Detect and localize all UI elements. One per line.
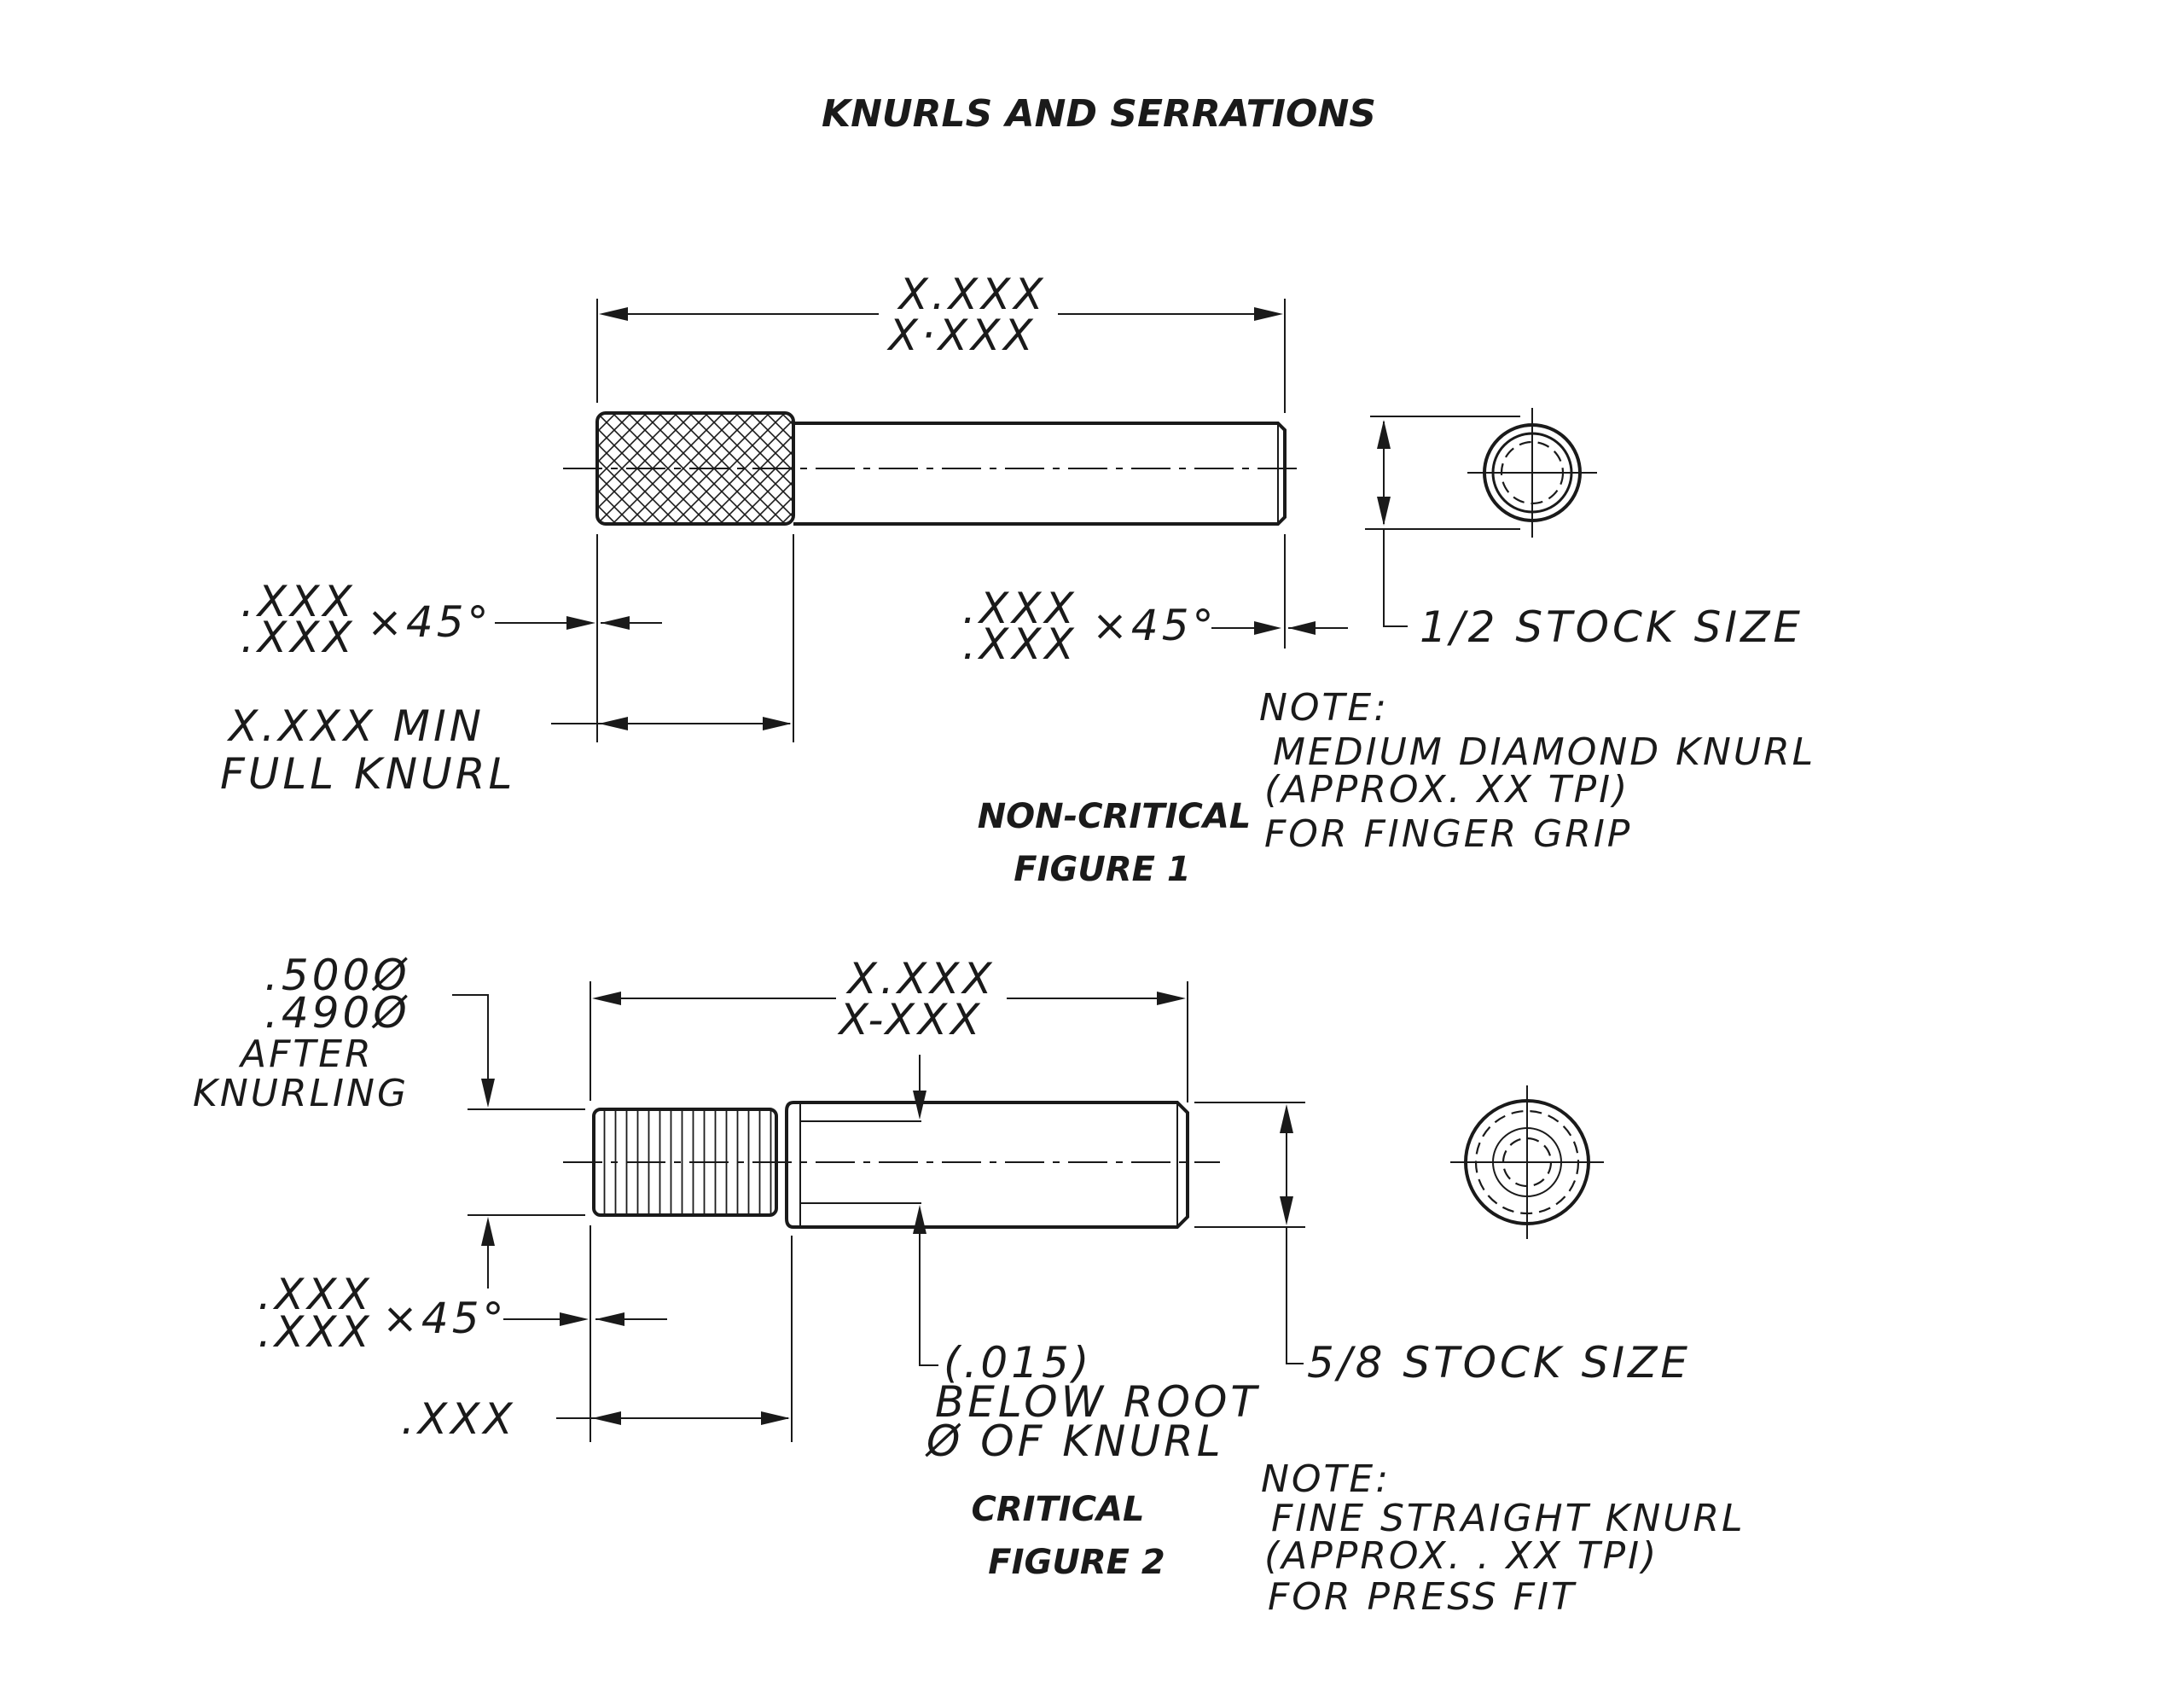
- fig1-shaft-outline: [793, 422, 1287, 526]
- fig1-right-chamfer: .XXX .XXX ×45°: [962, 584, 1348, 669]
- fig2-shaft-outline: [785, 1101, 1189, 1229]
- fig1-note-line3: FOR FINGER GRIP: [1264, 812, 1632, 856]
- fig2-caption-class: CRITICAL: [971, 1490, 1144, 1529]
- fig1-overall-dimension: X.XXX X·XXX: [596, 270, 1286, 413]
- page-title: KNURLS AND SERRATIONS: [822, 92, 1376, 136]
- fig2-chamfer: .XXX .XXX ×45°: [258, 1270, 667, 1357]
- fig1-caption-figure: FIGURE 1: [1014, 850, 1190, 889]
- fig2-note-line3: FOR PRESS FIT: [1268, 1575, 1577, 1619]
- fig1-knurl-length: X.XXX MIN FULL KNURL: [220, 701, 792, 799]
- fig1-end-view: 1/2 STOCK SIZE: [1365, 408, 1804, 652]
- fig2-end-view: [1450, 1085, 1604, 1239]
- fig2-overall-dimension: X.XXX X-XXX: [590, 954, 1188, 1102]
- fig2-relief-line2: BELOW ROOT: [935, 1377, 1260, 1427]
- fig2-diameter-lower: .490Ø: [264, 988, 410, 1038]
- fig1-chamfer-left-angle: ×45°: [367, 597, 492, 647]
- fig2-caption-figure: FIGURE 2: [988, 1543, 1165, 1582]
- fig1-overall-dim-upper: X.XXX: [897, 270, 1047, 319]
- fig2-chamfer-angle: ×45°: [382, 1294, 508, 1343]
- fig2-after-line2: KNURLING: [193, 1072, 409, 1115]
- fig2-overall-dim-upper: X.XXX: [845, 954, 996, 1003]
- fig2-note-line2: (APPROX. . XX TPI): [1264, 1534, 1658, 1578]
- fig1-caption-class: NON-CRITICAL: [978, 797, 1252, 836]
- fig2-overall-dim-lower: X-XXX: [837, 995, 984, 1044]
- fig1-chamfer-right-angle: ×45°: [1092, 601, 1217, 650]
- fig2-note-line1: FINE STRAIGHT KNURL: [1271, 1497, 1745, 1540]
- figure-2: X.XXX X-XXX .500Ø .490Ø AFTER KNURLING .…: [193, 951, 1745, 1619]
- fig1-note-line1: MEDIUM DIAMOND KNURL: [1273, 730, 1815, 774]
- fig1-left-chamfer: .XXX .XXX ×45°: [241, 577, 662, 662]
- fig1-chamfer-right-lower: .XXX: [962, 620, 1077, 669]
- fig2-relief-line3: Ø OF KNURL: [925, 1416, 1224, 1466]
- fig1-stock-size: 1/2 STOCK SIZE: [1420, 602, 1804, 652]
- fig1-overall-dim-lower: X·XXX: [886, 311, 1037, 360]
- fig1-chamfer-right-upper: .XXX: [962, 584, 1077, 633]
- fig2-knurl-section: [592, 1108, 778, 1217]
- figure-1: X.XXX X·XXX .XXX .XXX ×45° X.XXX MIN FUL…: [220, 270, 1815, 889]
- fig2-note: NOTE: FINE STRAIGHT KNURL (APPROX. . XX …: [1261, 1457, 1745, 1619]
- fig2-side-view: [563, 1101, 1220, 1229]
- fig1-side-view: [563, 411, 1297, 526]
- fig2-stock-dimension: 5/8 STOCK SIZE: [1194, 1102, 1691, 1387]
- fig2-knurl-length: .XXX: [401, 1394, 516, 1444]
- fig2-diameter-upper: .500Ø: [264, 951, 410, 1000]
- fig1-knurl-length-line1: X.XXX MIN: [226, 701, 485, 751]
- fig2-chamfer-upper: .XXX: [258, 1270, 373, 1319]
- fig2-knurl-length: .XXX: [401, 1394, 790, 1444]
- fig1-chamfer-left-upper: .XXX: [241, 577, 356, 626]
- fig1-note-heading: NOTE:: [1259, 686, 1389, 730]
- fig1-chamfer-left-lower: .XXX: [241, 613, 356, 662]
- fig1-note: NOTE: MEDIUM DIAMOND KNURL (APPROX. XX T…: [1259, 686, 1815, 856]
- fig2-knurl-diameter: .500Ø .490Ø AFTER KNURLING: [193, 951, 585, 1289]
- fig2-note-heading: NOTE:: [1261, 1457, 1391, 1501]
- fig2-stock-size: 5/8 STOCK SIZE: [1307, 1338, 1691, 1387]
- fig1-knurl-length-line2: FULL KNURL: [220, 749, 515, 799]
- fig2-after-line1: AFTER: [238, 1033, 374, 1076]
- fig2-relief: (.015) BELOW ROOT Ø OF KNURL: [913, 1055, 1260, 1466]
- fig2-relief-line1: (.015): [944, 1338, 1092, 1387]
- fig2-chamfer-lower: .XXX: [258, 1307, 373, 1357]
- fig1-note-line2: (APPROX. XX TPI): [1264, 768, 1629, 812]
